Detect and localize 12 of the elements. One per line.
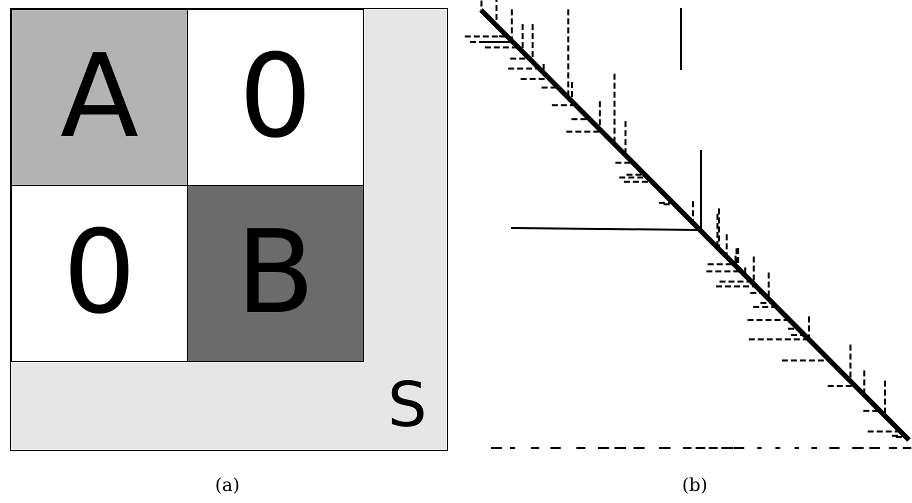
block-label: 0: [62, 216, 136, 331]
block-label: A: [60, 40, 139, 155]
block-label: B: [236, 216, 315, 331]
panel-caption: (a): [215, 475, 240, 496]
matrix-block: [11, 185, 188, 362]
matrix-block: [187, 9, 364, 186]
matrix-block: [187, 185, 364, 362]
block-label: S: [388, 374, 427, 436]
panel-caption: (b): [682, 475, 708, 496]
block-label: 0: [238, 40, 312, 155]
matrix-block: [10, 8, 448, 451]
matrix-block: [11, 9, 188, 186]
